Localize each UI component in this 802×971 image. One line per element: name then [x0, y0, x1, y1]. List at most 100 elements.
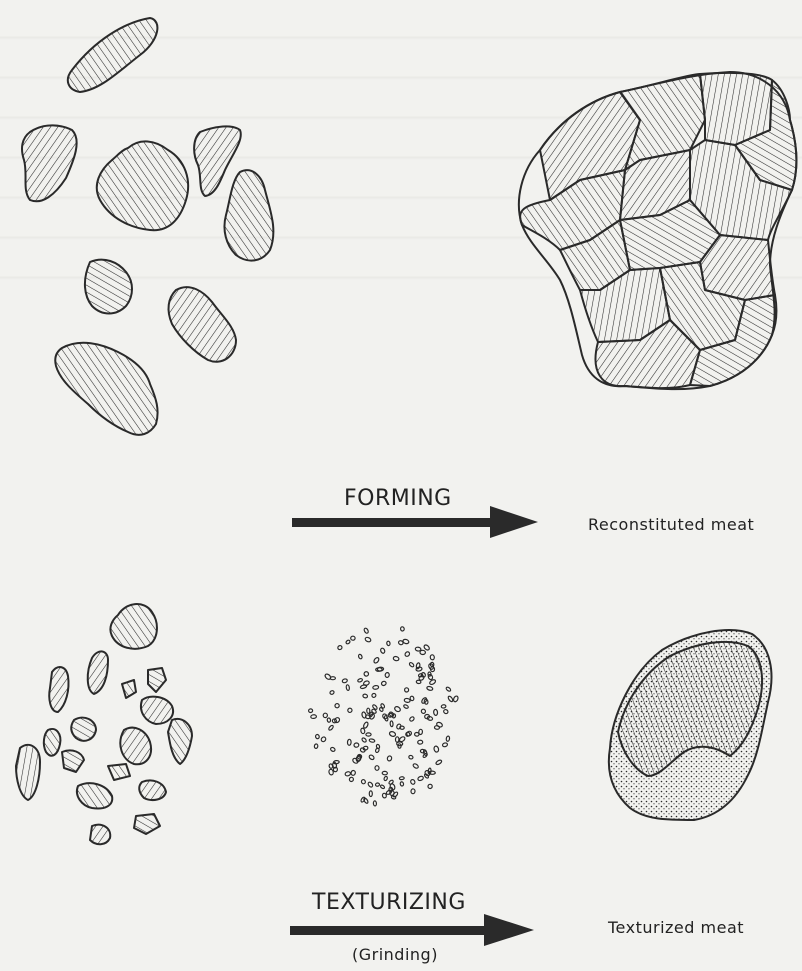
- forming-label: FORMING: [344, 486, 452, 511]
- meat-chunk: [22, 125, 77, 201]
- binder-particle: [421, 708, 427, 714]
- binder-particle: [363, 797, 369, 803]
- binder-particle: [351, 636, 356, 640]
- binder-particle: [392, 791, 398, 797]
- binder-particle: [446, 686, 452, 691]
- binder-particle: [405, 688, 409, 692]
- binder-particle: [400, 726, 405, 730]
- binder-particle: [334, 703, 340, 709]
- texturizing-label: TEXTURIZING: [312, 890, 466, 915]
- binder-particle: [368, 754, 374, 760]
- binder-particle: [400, 781, 404, 786]
- binder-particle: [347, 739, 351, 745]
- reconstituted-meat-mass: [519, 72, 797, 389]
- binder-particle: [365, 637, 372, 643]
- binder-particle: [427, 674, 433, 680]
- binder-particle: [345, 771, 351, 776]
- ground-piece: [49, 667, 68, 712]
- meat-chunk: [55, 343, 157, 435]
- binder-particle: [409, 662, 415, 668]
- binder-particle: [408, 755, 413, 760]
- binder-particle: [346, 685, 350, 691]
- binder-particle: [373, 657, 380, 664]
- ground-piece: [120, 728, 151, 765]
- binder-particle: [360, 684, 367, 689]
- binder-particle: [330, 747, 336, 752]
- texturized-meat-block: [609, 630, 772, 820]
- ground-piece: [77, 783, 112, 808]
- binder-particle: [433, 746, 439, 753]
- binder-particle: [381, 681, 387, 687]
- binder-particle: [389, 783, 395, 790]
- binder-particle: [337, 645, 343, 650]
- binder-particle: [373, 801, 376, 806]
- binder-particle: [415, 732, 420, 736]
- binder-particle: [311, 715, 317, 719]
- binder-particle: [382, 771, 387, 775]
- ground-piece: [134, 814, 160, 834]
- binder-particle: [315, 734, 320, 739]
- binder-particle: [380, 648, 385, 654]
- meat-chunk: [224, 170, 273, 260]
- binder-particle: [360, 728, 365, 734]
- binder-particle: [441, 704, 446, 708]
- binder-particles: [308, 626, 459, 806]
- binder-particle: [329, 690, 334, 695]
- binder-particle: [373, 685, 379, 689]
- binder-particle: [323, 713, 328, 718]
- binder-particle: [428, 784, 433, 789]
- binder-particle: [363, 746, 369, 751]
- meat-chunk: [85, 260, 132, 314]
- binder-particle: [415, 647, 421, 652]
- binder-particle: [416, 667, 423, 672]
- binder-particle: [375, 783, 379, 787]
- grinding-label: (Grinding): [352, 945, 438, 964]
- binder-particle: [400, 626, 404, 631]
- binder-particle: [369, 739, 375, 743]
- binder-particle: [349, 777, 354, 782]
- binder-particle: [453, 695, 459, 702]
- binder-particle: [434, 726, 439, 730]
- ground-piece: [62, 750, 84, 772]
- binder-particle: [442, 742, 448, 747]
- binder-particle: [357, 678, 363, 683]
- binder-particle: [328, 725, 334, 731]
- binder-particle: [367, 708, 370, 713]
- binder-particle: [308, 708, 313, 712]
- binder-particle: [347, 707, 353, 713]
- ground-piece: [168, 719, 192, 764]
- binder-particle: [363, 721, 369, 728]
- ground-piece: [88, 651, 108, 694]
- raw-meat-chunks: [22, 18, 273, 435]
- binder-particle: [333, 767, 338, 772]
- texturizing-arrow: [290, 914, 534, 946]
- binder-particle: [351, 770, 356, 776]
- binder-particle: [386, 789, 393, 795]
- ground-piece: [122, 680, 136, 698]
- binder-particle: [324, 673, 332, 680]
- ground-piece: [71, 718, 96, 741]
- ground-meat-pieces: [16, 604, 192, 844]
- binder-particle: [412, 763, 419, 769]
- binder-particle: [345, 639, 350, 644]
- binder-particle: [385, 672, 390, 677]
- binder-particle: [404, 698, 410, 703]
- binder-particle: [361, 737, 367, 743]
- binder-particle: [358, 654, 363, 659]
- binder-particle: [342, 678, 348, 683]
- binder-particle: [404, 651, 410, 657]
- ground-piece: [148, 668, 166, 692]
- binder-particle: [314, 744, 318, 749]
- binder-particle: [403, 704, 409, 709]
- ground-piece: [139, 780, 166, 800]
- binder-particle: [367, 781, 373, 787]
- meat-chunk: [68, 18, 158, 92]
- ground-piece: [141, 697, 173, 724]
- reconstituted-meat-label: Reconstituted meat: [588, 515, 754, 534]
- binder-particle: [430, 655, 435, 660]
- binder-particle: [418, 673, 423, 677]
- binder-particle: [443, 709, 449, 714]
- meat-chunk: [169, 287, 236, 362]
- ground-piece: [44, 729, 61, 756]
